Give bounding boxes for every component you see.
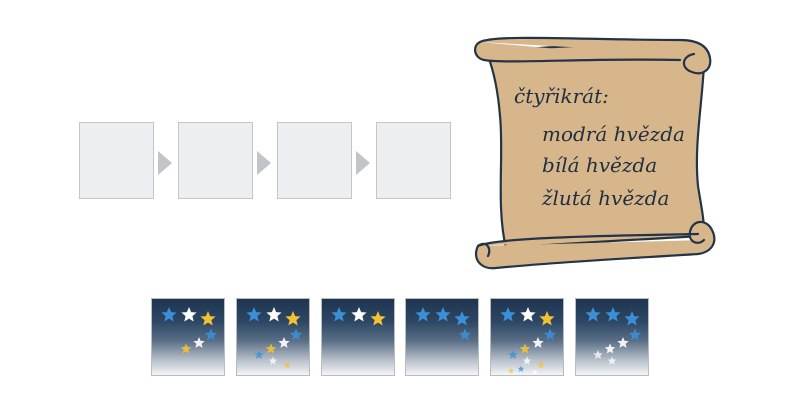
sequence-slot-2[interactable]	[178, 122, 253, 199]
blue-star-icon	[161, 307, 177, 322]
arrow-right-icon	[158, 151, 172, 175]
white-star-icon	[268, 356, 278, 365]
scroll-heading: čtyřikrát:	[514, 84, 609, 108]
tile-stars	[331, 307, 386, 326]
tile-stars	[500, 307, 557, 375]
blue-star-icon	[605, 307, 621, 322]
yellow-star-icon	[537, 361, 545, 369]
yellow-star-icon	[285, 311, 301, 326]
yellow-star-icon	[370, 311, 386, 326]
option-tile-1[interactable]	[151, 298, 225, 376]
sequence-slot-1[interactable]	[79, 122, 154, 199]
white-star-icon	[520, 307, 536, 322]
white-star-icon	[266, 307, 282, 322]
white-star-icon	[532, 337, 544, 348]
arrow-right-icon	[257, 151, 271, 175]
blue-star-icon	[585, 307, 601, 322]
white-star-icon	[181, 307, 197, 322]
arrow-right-icon	[356, 151, 370, 175]
blue-star-icon	[508, 350, 518, 360]
white-star-icon	[607, 356, 617, 365]
white-star-icon	[604, 343, 616, 354]
blue-star-icon	[454, 311, 470, 326]
tile-stars	[161, 307, 218, 354]
tile-stars	[415, 307, 472, 341]
blue-star-icon	[517, 365, 525, 372]
white-star-icon	[278, 337, 290, 348]
yellow-star-icon	[519, 343, 531, 354]
yellow-star-icon	[539, 311, 555, 326]
sequence-slot-3[interactable]	[277, 122, 352, 199]
yellow-star-icon	[283, 361, 291, 369]
instruction-line-white-star: bílá hvězda	[542, 153, 658, 177]
tile-stars	[246, 307, 303, 369]
blue-star-icon	[458, 328, 472, 341]
blue-star-icon	[628, 328, 642, 341]
option-tile-5[interactable]	[490, 298, 564, 376]
white-star-icon	[351, 307, 367, 322]
yellow-star-icon	[265, 343, 277, 354]
white-star-icon	[617, 337, 629, 348]
blue-star-icon	[254, 350, 264, 360]
white-star-icon	[522, 356, 532, 365]
yellow-star-icon	[200, 311, 216, 326]
option-tile-2[interactable]	[236, 298, 310, 376]
instruction-line-yellow-star: žlutá hvězda	[542, 186, 670, 210]
blue-star-icon	[246, 307, 262, 322]
yellow-star-icon	[180, 343, 192, 354]
option-tile-6[interactable]	[575, 298, 649, 376]
option-tile-3[interactable]	[321, 298, 395, 376]
blue-star-icon	[435, 307, 451, 322]
blue-star-icon	[331, 307, 347, 322]
blue-star-icon	[415, 307, 431, 322]
blue-star-icon	[543, 328, 557, 341]
blue-star-icon	[500, 307, 516, 322]
scroll-parchment-icon	[474, 36, 716, 270]
white-star-icon	[193, 337, 205, 348]
instruction-scroll: čtyřikrát: modrá hvězda bílá hvězda žlut…	[466, 36, 722, 272]
blue-star-icon	[204, 328, 218, 341]
yellow-star-icon	[508, 368, 514, 374]
sequence-slot-4[interactable]	[376, 122, 451, 199]
blue-star-icon	[624, 311, 640, 326]
blue-star-icon	[289, 328, 303, 341]
white-star-icon	[532, 369, 538, 375]
tile-stars	[585, 307, 642, 365]
option-tile-4[interactable]	[405, 298, 479, 376]
white-star-icon	[593, 350, 603, 360]
instruction-line-blue-star: modrá hvězda	[542, 122, 685, 146]
